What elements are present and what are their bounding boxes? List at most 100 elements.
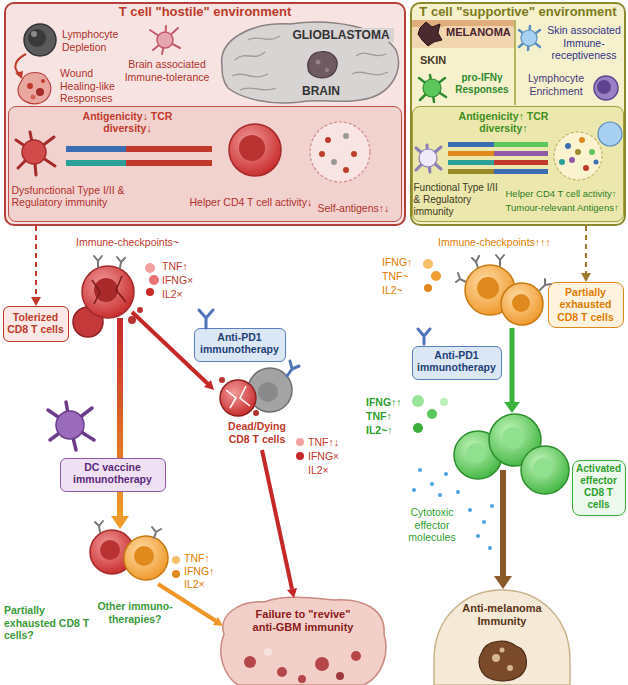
text-label: Anti-melanoma Immunity bbox=[447, 602, 557, 628]
partially-exhausted-cells bbox=[512, 294, 530, 312]
dead-cells bbox=[220, 380, 256, 416]
antibody bbox=[199, 310, 213, 328]
outcome-blob-outline bbox=[214, 594, 392, 685]
outcome-blob: Failure to "revive" anti-GBM immunity bbox=[214, 594, 392, 685]
connector bbox=[581, 226, 591, 282]
activated-cells bbox=[454, 414, 569, 494]
text-label: SKIN bbox=[420, 54, 446, 67]
cytokines bbox=[296, 438, 304, 446]
text-label: IL2~↑ bbox=[366, 424, 393, 437]
dead-cells bbox=[219, 361, 299, 416]
text-label: TNF↑ bbox=[184, 552, 210, 565]
cytokines bbox=[296, 438, 304, 460]
cytotoxic-molecules bbox=[430, 482, 434, 486]
checkpoint-receptor bbox=[94, 256, 125, 268]
treatment-arrow bbox=[204, 380, 214, 390]
therapy-box: Anti-PD1 immunotherapy bbox=[194, 328, 286, 362]
text-label: Partially exhausted CD8 T cells bbox=[552, 286, 620, 324]
text-label: Partially exhausted CD8 T cells? bbox=[4, 604, 92, 642]
cytokines bbox=[172, 556, 180, 578]
text-label: TNF↑↓ bbox=[308, 436, 339, 449]
cytokines bbox=[440, 398, 448, 406]
text-label: MELANOMA bbox=[444, 26, 513, 39]
failure-arrow bbox=[262, 450, 297, 598]
cell-state-box: Partially exhausted CD8 T cells bbox=[548, 282, 624, 328]
cytotoxic-molecules bbox=[488, 546, 492, 550]
cytokines bbox=[412, 395, 448, 433]
antibody bbox=[418, 329, 430, 344]
text-label: Skin associated Immune-receptiveness bbox=[546, 24, 622, 62]
dead-cells bbox=[248, 368, 292, 412]
failure-arrow bbox=[262, 450, 292, 589]
text-label: Antigenicity↓ TCR diversity↓ bbox=[78, 110, 178, 135]
text-label: Immune-checkpoints~ bbox=[76, 236, 179, 249]
cytokines bbox=[146, 288, 154, 296]
text-label: Other immuno-therapies? bbox=[96, 600, 174, 625]
text-label: Functional Type I/II & Regulatory immuni… bbox=[414, 182, 504, 218]
text-label: Tolerized CD8 T cells bbox=[6, 311, 66, 336]
checkpoint-receptor bbox=[456, 255, 551, 290]
text-label: Anti-PD1 immunotherapy bbox=[197, 331, 283, 356]
partially-exhausted-cells bbox=[100, 540, 120, 560]
cell-state-box: Activated effector CD8 T cells bbox=[572, 460, 626, 516]
cytotoxic-molecules bbox=[476, 534, 480, 538]
dendritic-cell bbox=[48, 402, 94, 450]
text-label: TNF↑ bbox=[162, 260, 188, 273]
tolerized-cells bbox=[137, 307, 143, 313]
immunity-arrow bbox=[500, 470, 506, 577]
text-label: IL2~ bbox=[382, 284, 403, 297]
text-label: Immune-checkpoints↑↑↑ bbox=[438, 236, 551, 249]
environment-panel: T cell "supportive" environmentMELANOMA S… bbox=[410, 2, 626, 226]
dendritic-cell bbox=[48, 402, 94, 450]
partially-exhausted-cells bbox=[501, 283, 543, 325]
antibody bbox=[418, 329, 430, 344]
cell-state-box: Tolerized CD8 T cells bbox=[3, 306, 69, 342]
cytotoxic-molecules bbox=[468, 508, 472, 512]
activated-cells bbox=[533, 458, 553, 478]
connector-line bbox=[585, 226, 587, 274]
dendritic-cell bbox=[56, 411, 84, 439]
text-label: Failure to "revive" anti-GBM immunity bbox=[243, 608, 363, 634]
panel-heading: T cell "supportive" environment bbox=[414, 4, 622, 20]
partially-exhausted-cells bbox=[90, 530, 134, 574]
text-label: Wound Healing-like Responses bbox=[60, 67, 132, 105]
text-label: IL2× bbox=[184, 578, 205, 591]
text-label: Lymphocyte Enrichment bbox=[522, 72, 590, 97]
checkpoint-receptor bbox=[456, 255, 551, 290]
text-label: Activated effector CD8 T cells bbox=[575, 463, 623, 511]
dead-cells bbox=[287, 361, 299, 376]
text-label: pro-IFNγ Responses bbox=[452, 72, 512, 96]
treatment-arrow bbox=[111, 516, 129, 529]
activated-cells bbox=[502, 427, 524, 449]
text-label: IFNG↑ bbox=[382, 256, 412, 269]
immunity-box: Antigenicity↓ TCR diversity↓Dysfunctiona… bbox=[8, 106, 402, 222]
activation-arrow bbox=[510, 328, 515, 403]
cytotoxic-molecules bbox=[482, 520, 486, 524]
tolerized-cells bbox=[128, 316, 136, 324]
therapy-box: Anti-PD1 immunotherapy bbox=[412, 346, 502, 380]
cytokines bbox=[296, 452, 304, 460]
text-label: Anti-PD1 immunotherapy bbox=[415, 349, 499, 374]
cytotoxic-molecules bbox=[412, 488, 416, 492]
checkpoint-receptor bbox=[94, 256, 125, 268]
cytokines bbox=[149, 275, 159, 285]
cytokines bbox=[423, 259, 433, 269]
activated-cells bbox=[521, 446, 569, 494]
cytokines bbox=[145, 263, 155, 273]
environment-panel: T cell "hostile" environmentLymphocyte D… bbox=[4, 2, 406, 226]
text-label: Self-antigens↑↓ bbox=[318, 202, 390, 215]
text-label: DC vaccine immunotherapy bbox=[63, 461, 163, 486]
text-label: Lymphocyte Depletion bbox=[62, 28, 134, 53]
cytokines bbox=[172, 556, 180, 564]
treatment-arrow bbox=[111, 318, 129, 529]
connector bbox=[31, 226, 41, 306]
text-label: Tumour-relevant Antigens↑ bbox=[506, 202, 619, 213]
outcome-circle: Anti-melanoma Immunity bbox=[432, 588, 572, 685]
dead-cells bbox=[219, 377, 225, 383]
cytokines bbox=[424, 284, 432, 292]
dead-cells bbox=[253, 410, 259, 416]
cytotoxic-molecules bbox=[490, 504, 494, 508]
tolerized-cells bbox=[73, 307, 103, 337]
immunity-box: Antigenicity↑ TCR diversity↑Functional T… bbox=[412, 106, 624, 222]
